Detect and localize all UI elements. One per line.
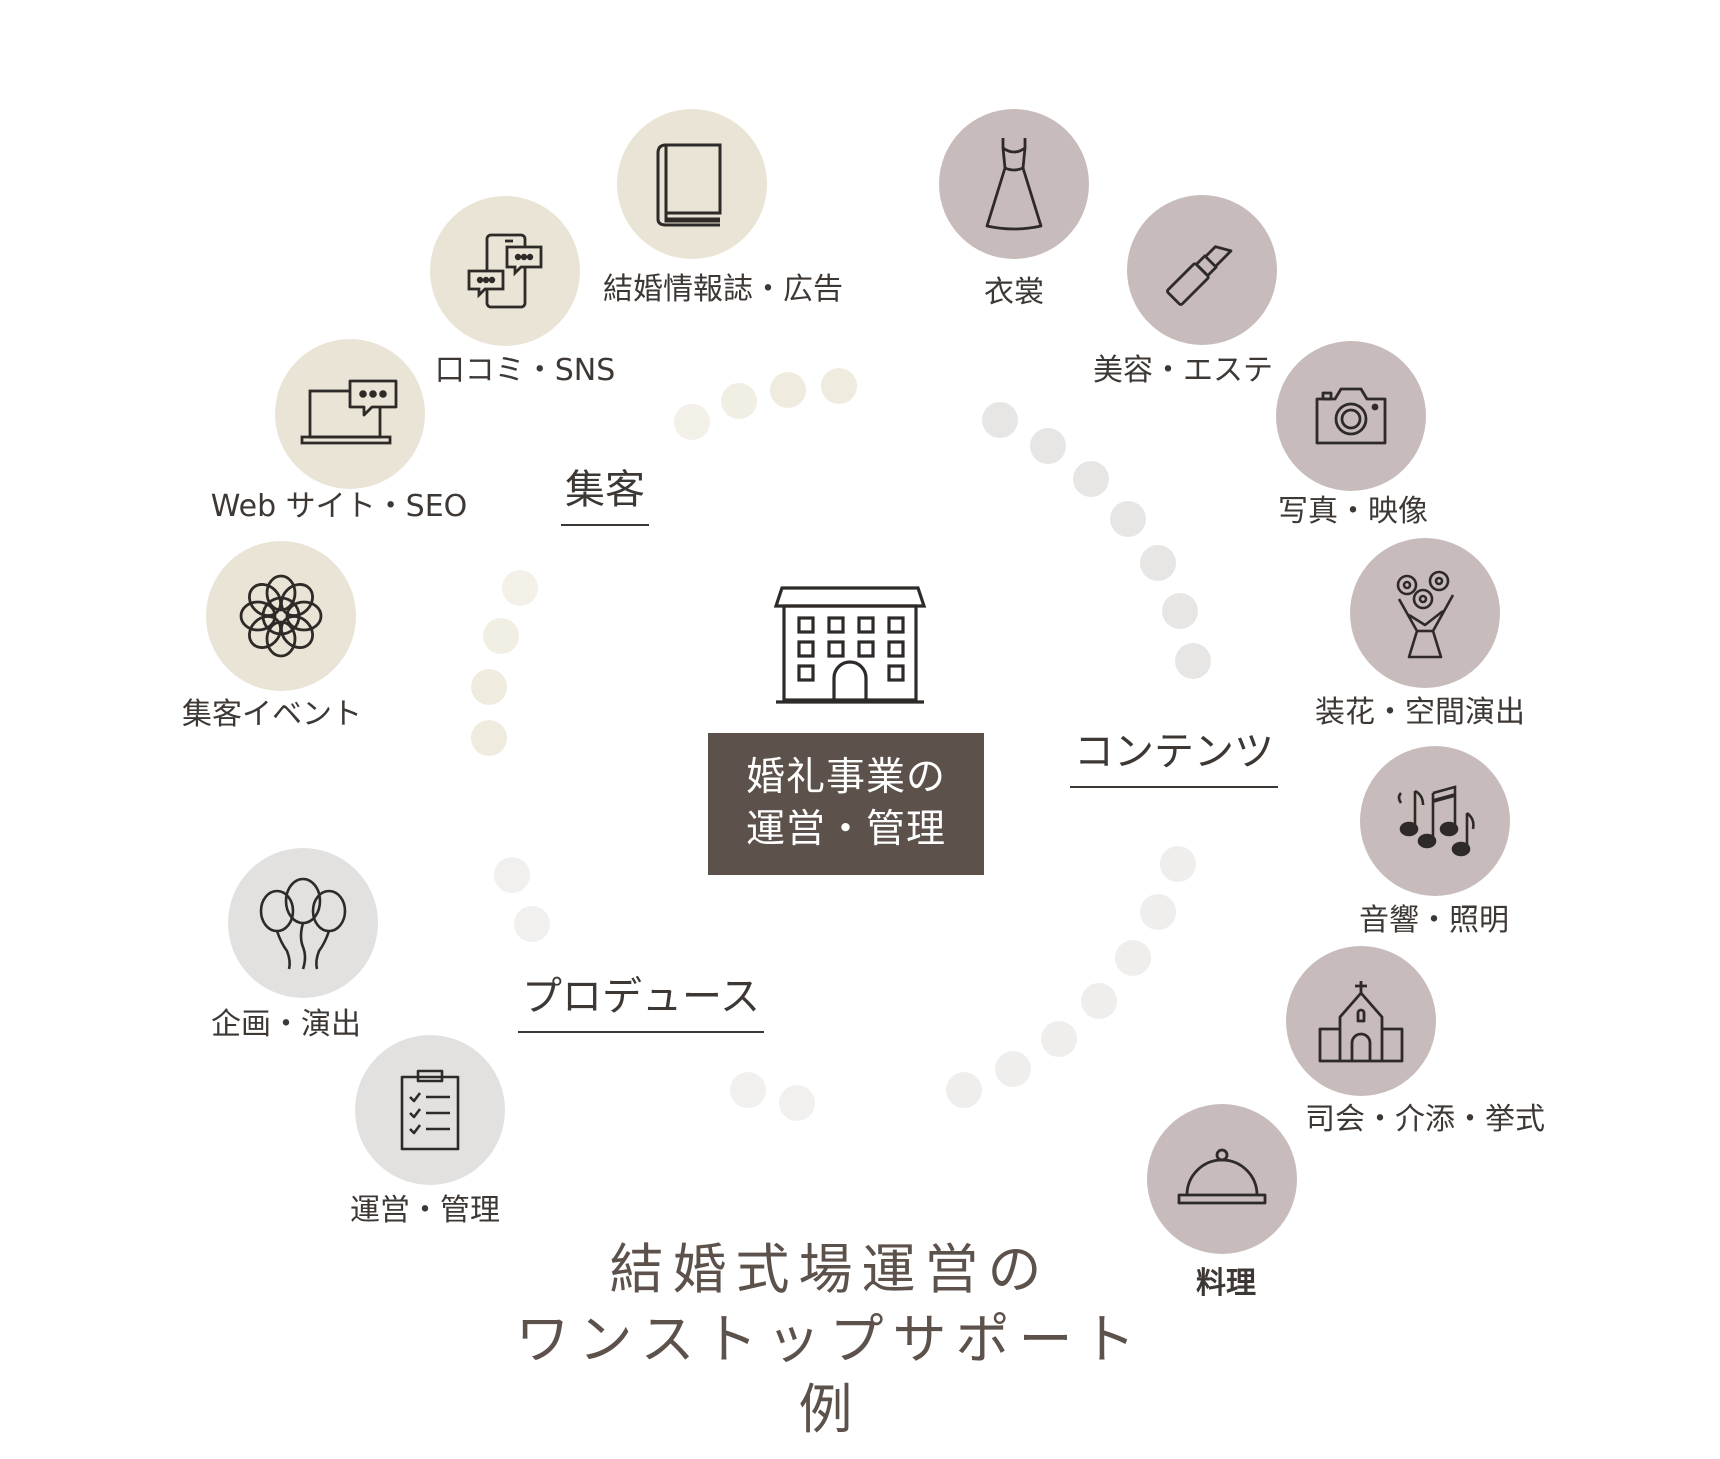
category-label-contents: コンテンツ <box>1070 732 1278 788</box>
service-sns-label: 口コミ・SNS <box>434 353 616 388</box>
service-beauty-label: 美容・エステ <box>1093 353 1273 388</box>
flower-icon <box>236 571 326 661</box>
category-label-shukyaku: 集客 <box>561 470 649 526</box>
service-flower-circle <box>1350 538 1500 688</box>
service-costume-circle <box>939 109 1089 259</box>
service-photo-circle <box>1276 341 1426 491</box>
service-costume-label: 衣裳 <box>984 275 1044 310</box>
service-beauty-circle <box>1127 195 1277 345</box>
dot <box>1175 643 1211 679</box>
dot <box>471 720 507 756</box>
service-flower-label: 装花・空間演出 <box>1315 695 1525 730</box>
service-event-circle <box>206 541 356 691</box>
service-photo-label: 写真・映像 <box>1278 494 1428 529</box>
service-web-circle <box>275 339 425 489</box>
dot <box>946 1072 982 1108</box>
dot <box>502 570 538 606</box>
dot <box>1160 846 1196 882</box>
service-operation-circle <box>355 1035 505 1185</box>
dot <box>494 857 530 893</box>
service-planning-label: 企画・演出 <box>211 1007 361 1042</box>
dot <box>821 368 857 404</box>
dot <box>1162 593 1198 629</box>
chapel-icon <box>1316 979 1406 1063</box>
service-sns-circle <box>430 196 580 346</box>
dot <box>1140 545 1176 581</box>
dot <box>1073 461 1109 497</box>
book-icon <box>654 139 730 229</box>
service-sound-label: 音響・照明 <box>1359 903 1509 938</box>
camera-icon <box>1313 385 1389 447</box>
service-planning-circle <box>228 848 378 998</box>
clipboard-icon <box>398 1069 462 1151</box>
service-food-label: 料理 <box>1196 1266 1256 1301</box>
building-icon <box>772 584 928 708</box>
dress-icon <box>979 134 1049 234</box>
dot <box>1140 894 1176 930</box>
dot <box>483 618 519 654</box>
service-magazine-label: 結婚情報誌・広告 <box>603 272 843 307</box>
dot <box>995 1051 1031 1087</box>
dot <box>1115 940 1151 976</box>
dot <box>1030 428 1066 464</box>
service-event-label: 集客イベント <box>182 697 362 732</box>
laptop-chat-icon <box>300 377 400 451</box>
diagram-caption: 結婚式場運営の ワンストップサポート例 <box>500 1235 1160 1445</box>
service-ceremony-label: 司会・介添・挙式 <box>1305 1102 1545 1137</box>
dot <box>1110 501 1146 537</box>
balloons-icon <box>255 875 351 971</box>
dot <box>779 1085 815 1121</box>
smartphone-chat-icon <box>465 231 545 311</box>
dot <box>674 404 710 440</box>
center-title-line1: 婚礼事業の <box>745 755 946 800</box>
dot <box>770 372 806 408</box>
caption-line1: 結婚式場運営の <box>609 1238 1051 1301</box>
dot <box>982 402 1018 438</box>
cloche-icon <box>1177 1147 1267 1211</box>
service-sound-circle <box>1360 746 1510 896</box>
dot <box>721 383 757 419</box>
service-ceremony-circle <box>1286 946 1436 1096</box>
music-notes-icon <box>1393 783 1477 859</box>
service-food-circle <box>1147 1104 1297 1254</box>
service-web-label: Web サイト・SEO <box>210 489 468 524</box>
service-magazine-circle <box>617 109 767 259</box>
dot <box>730 1072 766 1108</box>
caption-line2: ワンストップサポート例 <box>515 1308 1145 1441</box>
service-operation-label: 運営・管理 <box>350 1193 500 1228</box>
center-box: 婚礼事業の 運営・管理 <box>708 733 984 875</box>
dot <box>1081 983 1117 1019</box>
dot <box>514 906 550 942</box>
bouquet-icon <box>1385 563 1465 663</box>
lipstick-icon <box>1162 230 1242 310</box>
dot <box>471 669 507 705</box>
dot <box>1041 1021 1077 1057</box>
center-title-line2: 運営・管理 <box>745 807 946 852</box>
category-label-produce: プロデュース <box>518 977 764 1033</box>
